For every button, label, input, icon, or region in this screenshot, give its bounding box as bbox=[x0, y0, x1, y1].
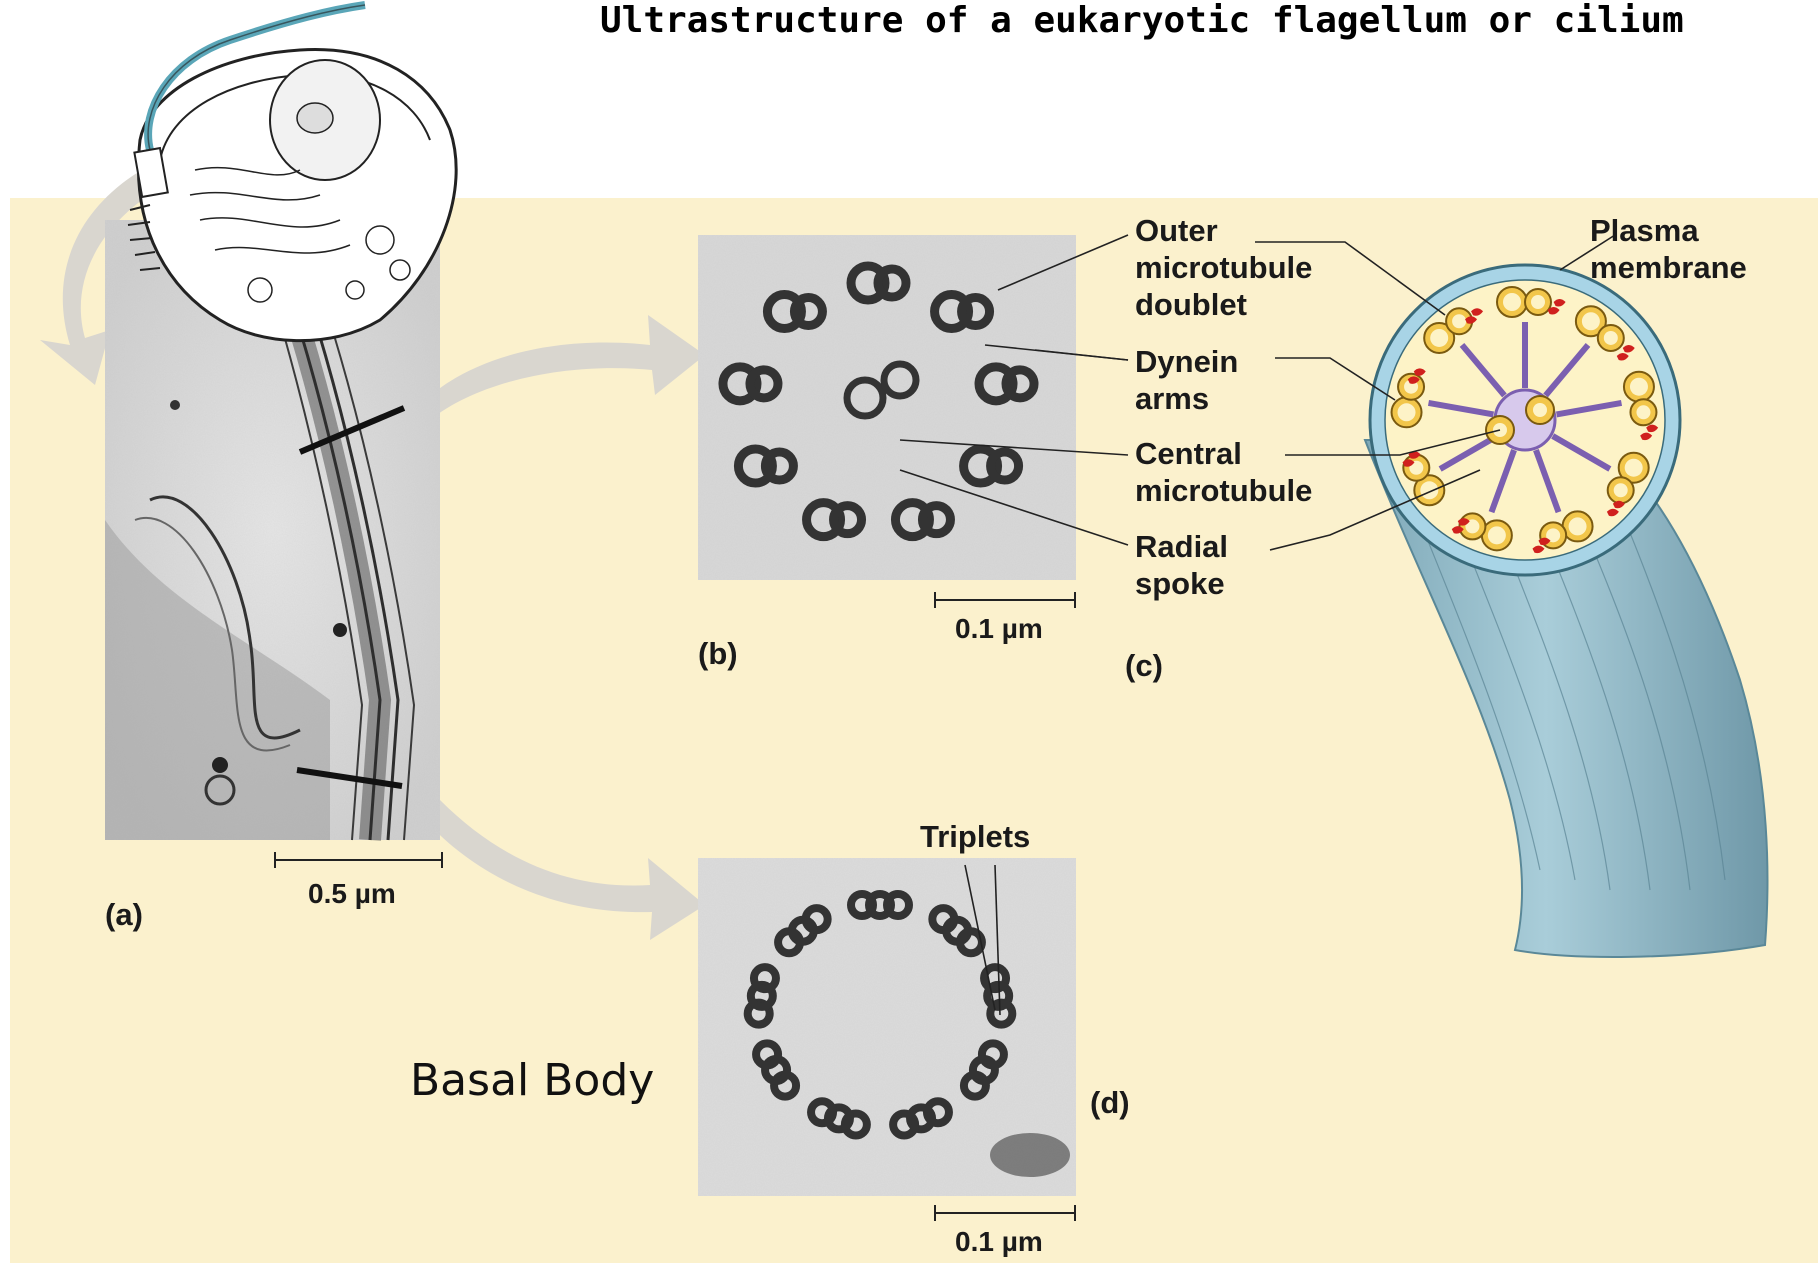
tubule-lumen bbox=[1625, 459, 1643, 477]
scale-label-a: 0.5 µm bbox=[308, 878, 396, 910]
label-basal-body: Basal Body bbox=[410, 1055, 654, 1106]
label-radial-spoke: Radial spoke bbox=[1135, 528, 1228, 602]
tubule-lumen bbox=[1430, 329, 1448, 347]
tubule-lumen bbox=[1569, 517, 1587, 535]
scale-label-d: 0.1 µm bbox=[955, 1226, 1043, 1258]
tubule-lumen bbox=[1630, 378, 1648, 396]
tubule-lumen bbox=[1420, 481, 1438, 499]
panel-letter-b: (b) bbox=[698, 636, 738, 672]
micrograph-d bbox=[698, 858, 1076, 1196]
label-outer-doublet: Outer microtubule doublet bbox=[1135, 212, 1312, 323]
scale-bar-a bbox=[275, 852, 442, 868]
label-dynein-arms: Dynein arms bbox=[1135, 343, 1238, 417]
tubule-lumen bbox=[1503, 293, 1521, 311]
figure-title: Ultrastructure of a eukaryotic flagellum… bbox=[600, 0, 1684, 41]
label-triplets: Triplets bbox=[920, 818, 1030, 855]
tubule-lumen bbox=[1398, 403, 1416, 421]
tubule-lumen bbox=[1582, 312, 1600, 330]
arrow-a-to-b bbox=[420, 315, 705, 420]
tubule-lumen bbox=[1636, 405, 1650, 419]
micrograph-b bbox=[698, 235, 1076, 580]
label-plasma-membrane: Plasma membrane bbox=[1590, 212, 1747, 286]
tubule-lumen bbox=[1452, 314, 1466, 328]
arrow-a-to-d bbox=[425, 800, 705, 940]
tubule-lumen bbox=[1614, 483, 1628, 497]
panel-letter-c: (c) bbox=[1125, 648, 1163, 684]
tubule-lumen bbox=[1604, 331, 1618, 345]
label-central-microtubule: Central microtubule bbox=[1135, 435, 1312, 509]
tubule-lumen bbox=[1488, 526, 1506, 544]
panel-letter-d: (d) bbox=[1090, 1085, 1130, 1121]
scale-bar-b bbox=[935, 592, 1075, 608]
tubule-lumen bbox=[1531, 295, 1545, 309]
scale-label-b: 0.1 µm bbox=[955, 613, 1043, 645]
scale-bar-d bbox=[935, 1205, 1075, 1221]
flagellum-illustration bbox=[1365, 265, 1767, 957]
panel-letter-a: (a) bbox=[105, 897, 143, 933]
